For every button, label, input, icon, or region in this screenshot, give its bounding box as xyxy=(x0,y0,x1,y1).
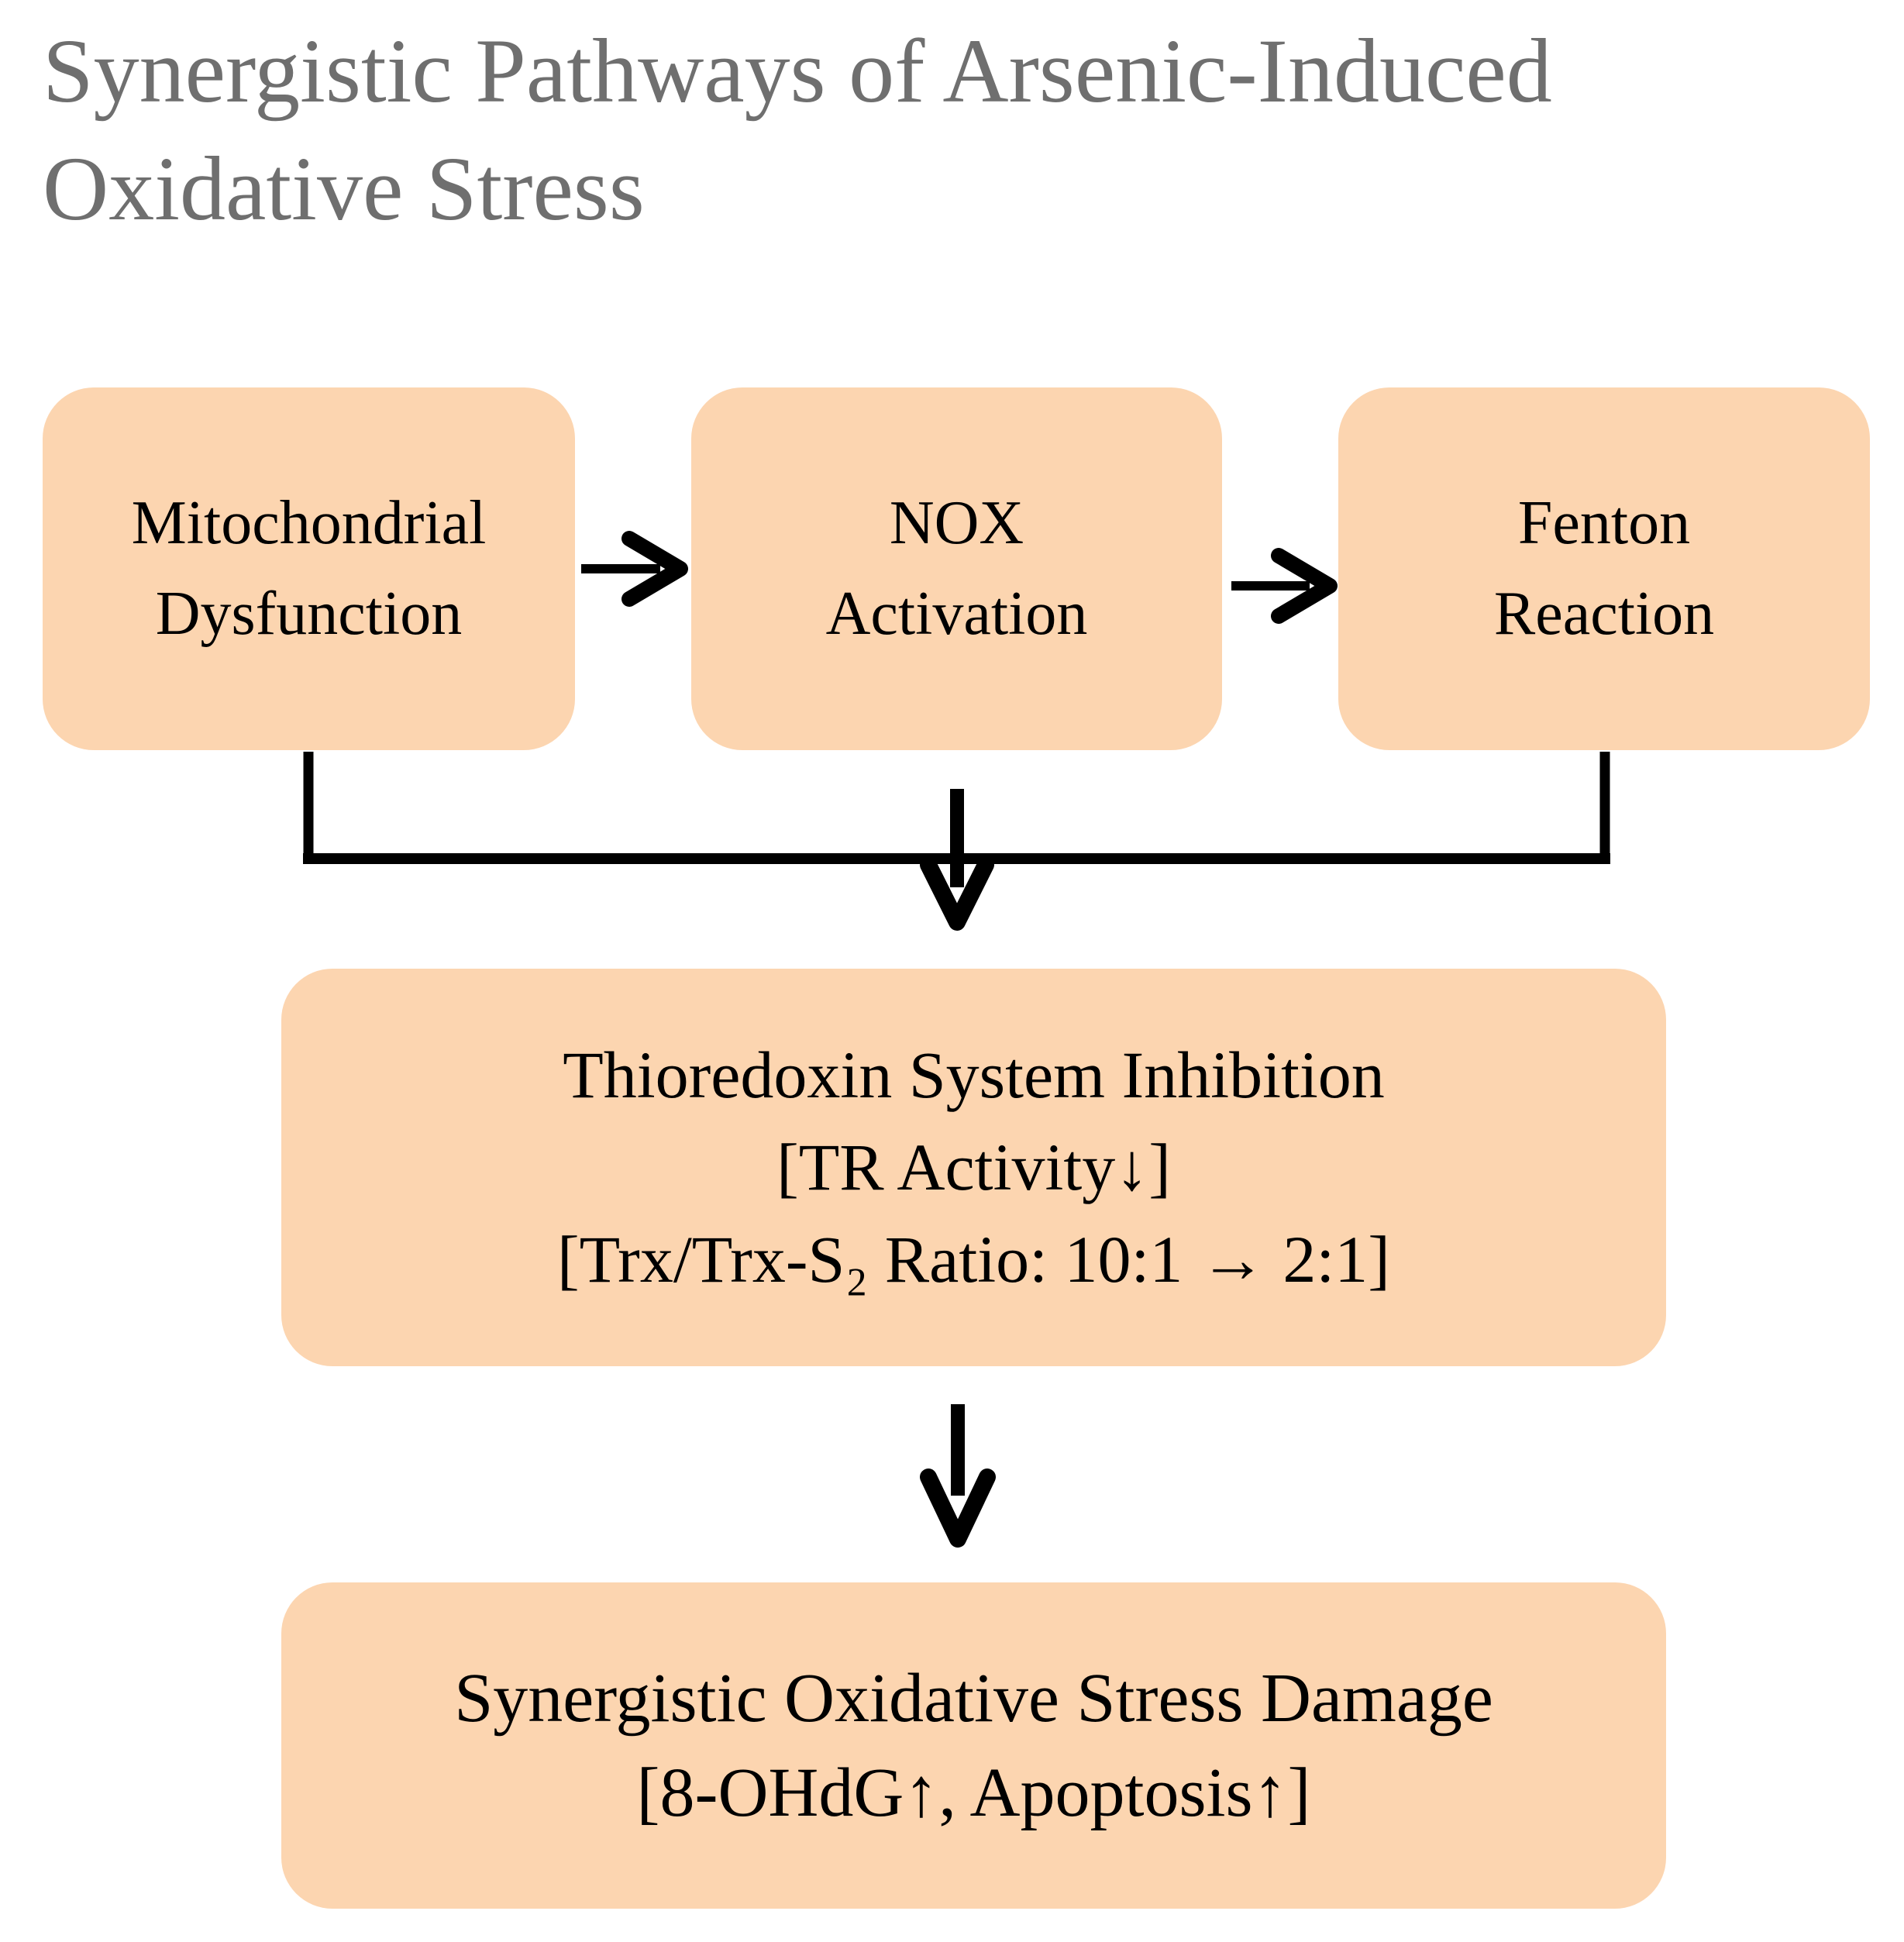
arrow-down-icon xyxy=(920,789,994,931)
node-label-line: Mitochondrial xyxy=(131,489,487,557)
node-label-line: Thioredoxin System Inhibition xyxy=(563,1038,1385,1112)
arrow-down-icon xyxy=(920,1404,996,1548)
node-nox-activation: NOX Activation xyxy=(691,387,1222,750)
node-label-line: Dysfunction xyxy=(155,580,463,648)
node-fenton-reaction: Fenton Reaction xyxy=(1338,387,1870,750)
node-label-line: Activation xyxy=(825,580,1088,648)
node-label-line: [Trx/Trx-S₂ Ratio: 10:1 → 2:1] xyxy=(557,1222,1390,1296)
arrow-right-icon xyxy=(1231,548,1338,624)
page-title: Synergistic Pathways of Arsenic-Induced … xyxy=(43,20,1552,239)
node-label-line: Reaction xyxy=(1493,580,1715,648)
arrow-right-icon xyxy=(581,531,688,607)
node-mitochondrial-dysfunction: Mitochondrial Dysfunction xyxy=(43,387,575,750)
node-label-line: [TR Activity↓] xyxy=(776,1130,1171,1204)
node-thioredoxin-inhibition: Thioredoxin System Inhibition [TR Activi… xyxy=(281,969,1666,1366)
node-label-line: NOX xyxy=(889,489,1024,557)
node-label-line: [8-OHdG↑, Apoptosis↑] xyxy=(636,1754,1311,1831)
node-label-line: Fenton xyxy=(1517,489,1691,557)
node-label-line: Synergistic Oxidative Stress Damage xyxy=(454,1659,1493,1737)
merge-connector-line xyxy=(303,752,1610,864)
node-oxidative-stress-damage: Synergistic Oxidative Stress Damage [8-O… xyxy=(281,1582,1666,1909)
